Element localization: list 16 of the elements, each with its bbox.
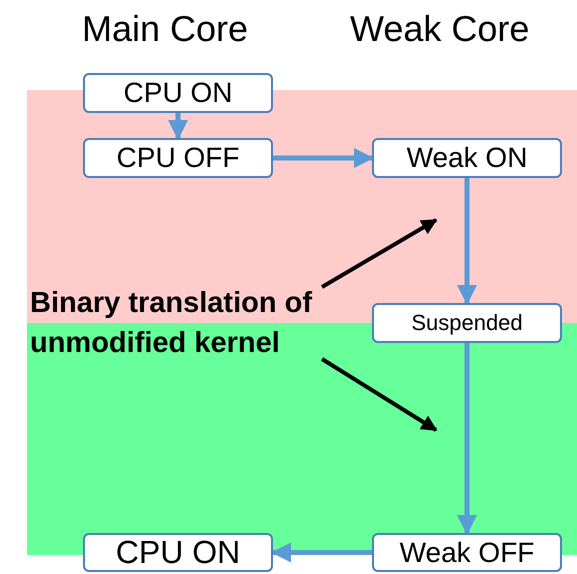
arrow [457, 343, 477, 535]
arrow [320, 218, 438, 289]
state-box: Weak OFF [372, 533, 562, 572]
arrow [320, 357, 438, 432]
column-heading: Weak Core [350, 8, 530, 50]
arrow [273, 148, 374, 168]
column-heading: Main Core [82, 8, 248, 50]
annotation-text: Binary translation of unmodified kernel [30, 283, 322, 363]
arrow [168, 113, 188, 140]
arrow [271, 542, 372, 562]
state-box: Suspended [372, 303, 562, 343]
state-box: CPU ON [83, 533, 273, 572]
state-box: Weak ON [372, 138, 562, 178]
state-box: CPU OFF [83, 138, 273, 178]
arrow [457, 178, 477, 305]
state-box: CPU ON [83, 73, 273, 113]
